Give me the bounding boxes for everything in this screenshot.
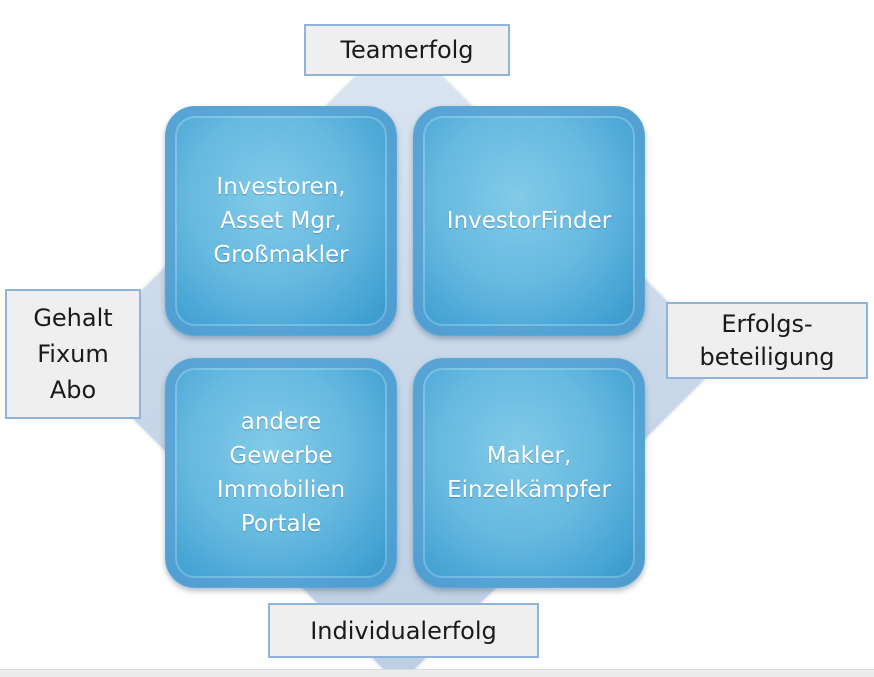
axis-label-right: Erfolgs- beteiligung	[666, 302, 868, 379]
quadrant-top-right-label: InvestorFinder	[446, 208, 612, 234]
bottom-divider	[0, 669, 874, 677]
axis-label-top: Teamerfolg	[304, 24, 510, 76]
axis-label-left: Gehalt Fixum Abo	[5, 289, 141, 419]
quadrant-top-left: Investoren, Asset Mgr, Großmakler	[165, 106, 397, 336]
axis-label-bottom: Individualerfolg	[268, 603, 539, 658]
quadrant-top-left-label: Investoren, Asset Mgr, Großmakler	[213, 174, 349, 268]
quadrant-top-right: InvestorFinder	[413, 106, 645, 336]
quadrant-bottom-right: Makler, Einzelkämpfer	[413, 358, 645, 588]
quadrant-bottom-left: andere Gewerbe Immobilien Portale	[165, 358, 397, 588]
quadrant-bottom-left-label: andere Gewerbe Immobilien Portale	[216, 409, 346, 537]
quadrant-bottom-right-label: Makler, Einzelkämpfer	[447, 443, 611, 503]
